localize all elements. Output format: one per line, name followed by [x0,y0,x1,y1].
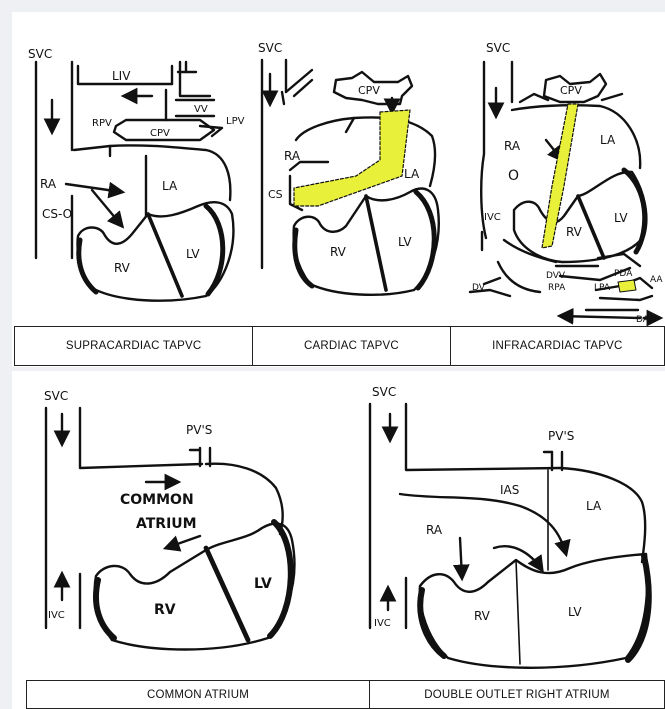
supra-lpv-label: LPV [226,116,245,127]
infra-lpa-label: LPA [594,283,611,293]
cardiac-la-label: LA [404,167,420,181]
caption-supracardiac: SUPRACARDIAC TAPVC [15,327,252,365]
ca-rv-label: RV [154,602,176,618]
dora-pvs-label: PV'S [548,429,574,443]
infra-la-label: LA [600,133,616,147]
infra-rpa-label: RPA [548,283,566,293]
ca-ivc-label: IVC [48,610,65,621]
ca-svc-label: SVC [44,389,68,403]
infra-cpv-label: CPV [560,84,582,97]
ca-lv-label: LV [254,576,272,592]
supra-svc-label: SVC [28,47,52,61]
caption-common-atrium: COMMON ATRIUM [27,681,369,708]
infra-dao-label: DAO [636,315,656,325]
supra-rpv-label: RPV [92,118,112,129]
dora-svc-label: SVC [372,385,396,399]
infra-dv-label: DV [472,283,486,293]
pda-highlight [618,280,636,292]
supra-lv-label: LV [186,247,200,261]
infra-lv-label: LV [614,211,628,225]
top-caption-row: SUPRACARDIAC TAPVC CARDIAC TAPVC INFRACA… [14,326,665,366]
cardiac-cpv-label: CPV [358,84,380,97]
cardiac-svc-label: SVC [258,41,282,55]
dora-ivc-label: IVC [374,618,391,629]
dora-diagram [370,404,649,668]
caption-infracardiac: INFRACARDIAC TAPVC [450,327,664,365]
supra-liv-label: LIV [112,69,131,83]
infra-dvv-label: DVV [546,271,566,281]
infra-o-label: O [508,168,519,184]
supra-ra-label: RA [40,177,57,191]
supracardiac-diagram [36,62,233,301]
dora-rv-label: RV [474,609,491,623]
ca-atrium-label: ATRIUM [136,516,197,532]
supra-cpv-label: CPV [150,128,170,139]
dora-ra-label: RA [426,523,443,537]
supra-rv-label: RV [114,261,131,275]
infra-aa-label: AA [650,275,663,285]
ca-common-label: COMMON [120,492,194,508]
dora-ias-label: IAS [500,483,519,497]
ca-pvs-label: PV'S [186,423,212,437]
bottom-caption-row: COMMON ATRIUM DOUBLE OUTLET RIGHT ATRIUM [26,680,665,709]
infra-svc-label: SVC [486,41,510,55]
infra-ra-label: RA [504,139,521,153]
caption-dora: DOUBLE OUTLET RIGHT ATRIUM [369,681,664,708]
supra-la-label: LA [162,179,178,193]
supra-cs-label: CS-O [42,207,72,221]
infra-pda-label: PDA [614,269,633,279]
supra-vv-label: VV [194,104,208,115]
infra-rv-label: RV [566,225,583,239]
dora-lv-label: LV [568,605,582,619]
dora-la-label: LA [586,499,602,513]
cardiac-cs-label: CS [268,188,283,201]
cardiac-ra-label: RA [284,149,301,163]
caption-cardiac: CARDIAC TAPVC [252,327,449,365]
cardiac-lv-label: LV [398,235,412,249]
cardiac-cpv-highlight [294,110,410,206]
cardiac-rv-label: RV [330,245,347,259]
infra-ivc-label: IVC [484,212,501,223]
